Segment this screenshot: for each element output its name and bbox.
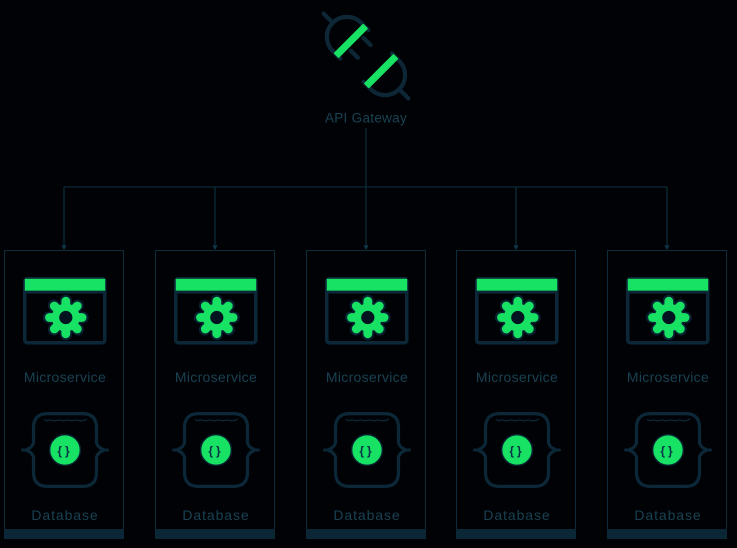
svg-text:{}: {} — [208, 444, 223, 458]
svg-text:{}: {} — [509, 444, 524, 458]
svg-text:{}: {} — [57, 444, 72, 458]
svg-text:{}: {} — [359, 444, 374, 458]
svg-text:API Gateway: API Gateway — [325, 111, 407, 126]
svg-text:{}: {} — [660, 444, 675, 458]
